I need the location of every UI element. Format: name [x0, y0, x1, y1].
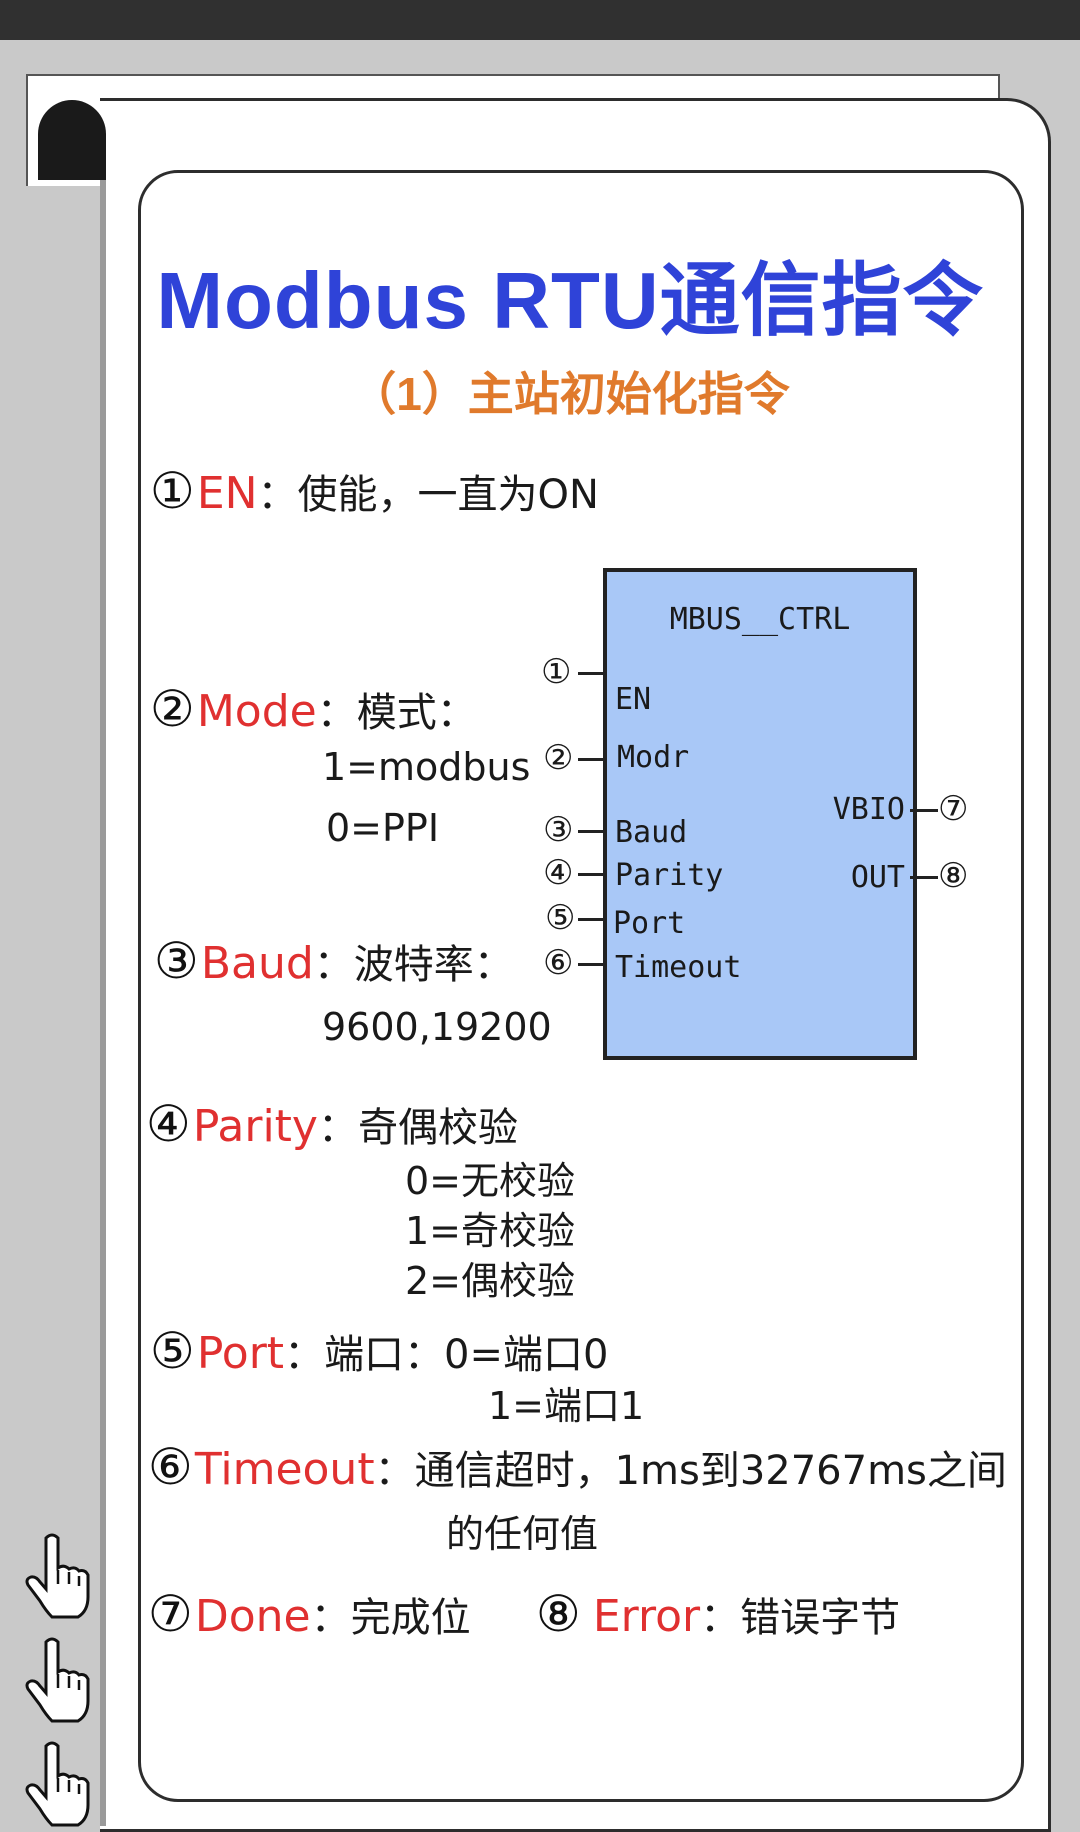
pin-wire: [578, 963, 606, 966]
hand-pointer-icon: [25, 1637, 90, 1723]
input-pin-label: Timeout: [615, 950, 742, 985]
param-key: Baud: [200, 938, 314, 989]
param-value: 1=奇校验: [405, 1209, 576, 1253]
param-done: ⑦Done：完成位: [148, 1585, 471, 1643]
pin-number: ⑥: [543, 943, 574, 983]
param-en: ①EN：使能，一直为ON: [150, 462, 599, 520]
pin-wire: [910, 809, 938, 812]
pin-wire: [578, 672, 606, 675]
input-pin-label: Parity: [615, 858, 724, 893]
page-subtitle: （1）主站初始化指令: [350, 368, 790, 420]
param-desc: 完成位: [350, 1595, 471, 1641]
circled-number: ①: [150, 462, 195, 520]
param-sep: ：: [317, 1105, 358, 1151]
param-timeout: ⑥Timeout：通信超时，1ms到32767ms之间: [148, 1438, 1007, 1496]
param-value: 0=PPI: [326, 806, 440, 850]
hand-pointer-icon: [25, 1533, 90, 1619]
param-value: 0=无校验: [405, 1159, 576, 1203]
param-key: Parity: [192, 1101, 318, 1152]
circled-number: ④: [146, 1095, 191, 1153]
param-sep: ：: [313, 942, 354, 988]
param-desc: 端口：0=端口0: [324, 1332, 609, 1378]
param-value: 9600,19200: [322, 1005, 552, 1049]
param-value: 的任何值: [446, 1512, 599, 1556]
circled-number: ⑤: [150, 1322, 195, 1380]
circled-number: ⑦: [148, 1585, 193, 1643]
param-desc: 使能，一直为ON: [297, 472, 599, 518]
param-sep: ：: [316, 690, 357, 736]
pin-wire: [578, 830, 606, 833]
param-key: EN: [196, 468, 258, 519]
top-bar: [0, 0, 1080, 40]
param-port: ⑤Port：端口：0=端口0: [150, 1322, 608, 1380]
input-pin-label: Port: [613, 906, 686, 941]
circled-number: ③: [154, 932, 199, 990]
output-pin-label: VBIO: [832, 792, 905, 827]
pin-wire: [578, 758, 606, 761]
param-sep: ：: [700, 1595, 741, 1641]
param-key: Done: [194, 1591, 311, 1642]
function-block: MBUS__CTRL EN Modr Baud Parity Port Time…: [603, 568, 917, 1060]
pin-number: ③: [543, 810, 574, 850]
hand-pointer-icon: [25, 1741, 90, 1827]
param-value: 1=端口1: [488, 1384, 645, 1428]
pin-wire: [578, 873, 606, 876]
param-sep: ：: [257, 472, 298, 518]
pin-number: ②: [543, 738, 574, 778]
param-desc: 模式：: [356, 690, 477, 736]
circled-number: ⑧: [536, 1585, 581, 1643]
circled-number: ⑥: [148, 1438, 193, 1496]
input-pin-label: Modr: [617, 740, 690, 775]
page-curl: [38, 100, 106, 180]
param-baud: ③Baud：波特率：: [154, 932, 514, 990]
pin-wire: [910, 876, 938, 879]
param-key: Mode: [196, 686, 317, 737]
page-title: Modbus RTU通信指令: [156, 256, 984, 345]
pin-wire: [578, 918, 606, 921]
output-pin-label: OUT: [850, 860, 905, 895]
block-name: MBUS__CTRL: [669, 602, 851, 637]
param-desc: 通信超时，1ms到32767ms之间: [414, 1448, 1007, 1494]
param-key: Port: [196, 1328, 285, 1379]
param-key: Error: [592, 1591, 701, 1642]
param-sep: ：: [284, 1332, 325, 1378]
pin-number: ⑤: [545, 898, 576, 938]
pin-number: ①: [541, 652, 572, 692]
param-value: 2=偶校验: [405, 1259, 576, 1303]
param-desc: 错误字节: [740, 1595, 901, 1641]
circled-number: ②: [150, 680, 195, 738]
param-key: Timeout: [194, 1444, 375, 1495]
param-sep: ：: [374, 1448, 415, 1494]
param-sep: ：: [310, 1595, 351, 1641]
param-desc: 波特率：: [353, 942, 514, 988]
pin-number: ⑦: [938, 789, 969, 829]
param-parity: ④Parity：奇偶校验: [146, 1095, 518, 1153]
pin-number: ⑧: [938, 856, 969, 896]
pin-number: ④: [543, 853, 574, 893]
param-value: 1=modbus: [322, 745, 531, 789]
param-mode: ②Mode：模式：: [150, 680, 477, 738]
input-pin-label: EN: [615, 682, 652, 717]
input-pin-label: Baud: [615, 815, 688, 850]
param-desc: 奇偶校验: [357, 1105, 518, 1151]
page-curl-strip: [100, 180, 106, 1826]
